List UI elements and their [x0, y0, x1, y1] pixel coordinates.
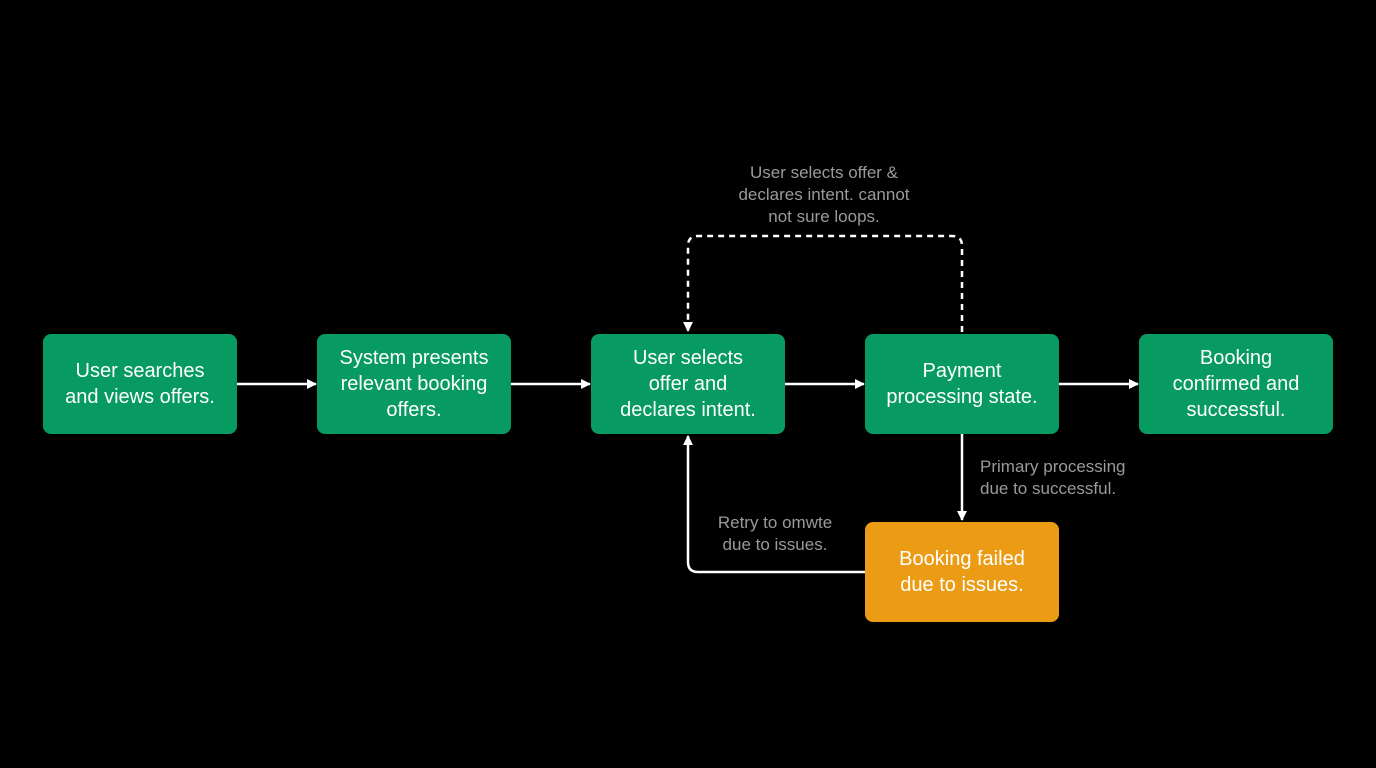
arrow-loop-dashed: [683, 234, 964, 332]
step-user-selects: User selects offer and declares intent.: [591, 334, 785, 434]
step-user-selects-label: User selects offer and declares intent.: [620, 347, 756, 421]
step-booking-confirmed: Booking confirmed and successful.: [1139, 334, 1333, 434]
step-user-searches: User searches and views offers.: [43, 334, 237, 434]
step-payment-processing: Payment processing state.: [865, 334, 1059, 434]
step-booking-failed-label: Booking failed due to issues.: [899, 548, 1025, 596]
primary-annotation: Primary processing due to successful.: [980, 457, 1126, 498]
loop-annotation: User selects offer & declares intent. ca…: [738, 163, 910, 226]
step-system-presents-label: System presents relevant booking offers.: [339, 347, 489, 421]
step-user-searches-label: User searches and views offers.: [65, 360, 215, 408]
retry-annotation: Retry to omwte due to issues.: [717, 513, 833, 554]
step-system-presents: System presents relevant booking offers.: [317, 334, 511, 434]
arrow-retry: [683, 435, 865, 574]
step-booking-failed: Booking failed due to issues.: [865, 522, 1059, 622]
step-booking-confirmed-label: Booking confirmed and successful.: [1172, 347, 1300, 421]
step-payment-processing-label: Payment processing state.: [886, 360, 1038, 408]
